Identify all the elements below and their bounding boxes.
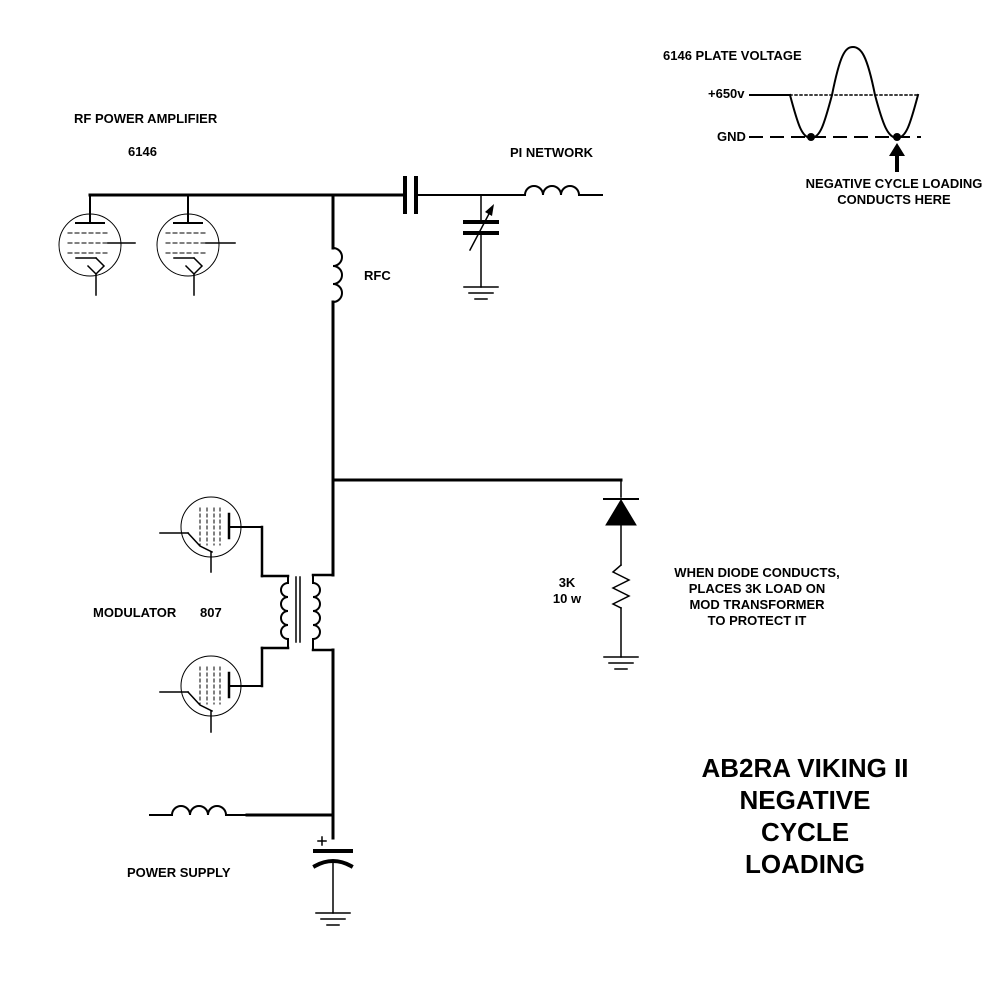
title-line-4: LOADING: [745, 849, 865, 879]
callout-line-2: CONDUCTS HERE: [837, 192, 951, 207]
mod-tube-label: 807: [200, 605, 222, 620]
mod-tube-1: [159, 496, 263, 573]
plate-voltage-waveform: [749, 45, 921, 172]
rf-tube-2: [156, 194, 236, 296]
waveform-level-high: +650v: [708, 86, 745, 101]
modulator-label: MODULATOR: [93, 605, 177, 620]
resistor-power-label: 10 w: [552, 591, 582, 606]
note-line-3: MOD TRANSFORMER: [689, 597, 825, 612]
note-line-4: TO PROTECT IT: [707, 613, 807, 628]
waveform-title: 6146 PLATE VOLTAGE: [663, 48, 802, 63]
pi-network: [444, 185, 603, 300]
title-line-3: CYCLE: [760, 817, 850, 847]
protection-diode: [603, 498, 639, 566]
filter-capacitor: [312, 836, 354, 926]
rfc-choke: [331, 193, 343, 577]
power-supply-choke: [149, 805, 335, 817]
rf-amp-label: RF POWER AMPLIFIER: [74, 111, 218, 126]
note-line-1: WHEN DIODE CONDUCTS,: [674, 565, 840, 580]
callout-line-1: NEGATIVE CYCLE LOADING: [805, 176, 983, 191]
power-supply-label: POWER SUPPLY: [127, 865, 231, 880]
note-line-2: PLACES 3K LOAD ON: [688, 581, 826, 596]
waveform-sine: [788, 45, 920, 140]
title-line-1: AB2RA VIKING II: [701, 753, 909, 783]
waveform-level-gnd: GND: [717, 129, 746, 144]
pi-network-label: PI NETWORK: [510, 145, 594, 160]
load-resistor: [603, 563, 639, 670]
rfc-label: RFC: [364, 268, 391, 283]
protection-branch: [331, 478, 623, 498]
title-line-2: NEGATIVE: [739, 785, 871, 815]
coupling-capacitor: [403, 176, 446, 214]
diagram-title: AB2RA VIKING II NEGATIVE CYCLE LOADING: [665, 752, 945, 880]
resistor-value-label: 3K: [558, 575, 576, 590]
rf-tube-label: 6146: [128, 144, 157, 159]
modulation-transformer: [260, 525, 335, 840]
rf-tube-1: [58, 194, 136, 296]
mod-tube-2: [159, 655, 263, 733]
